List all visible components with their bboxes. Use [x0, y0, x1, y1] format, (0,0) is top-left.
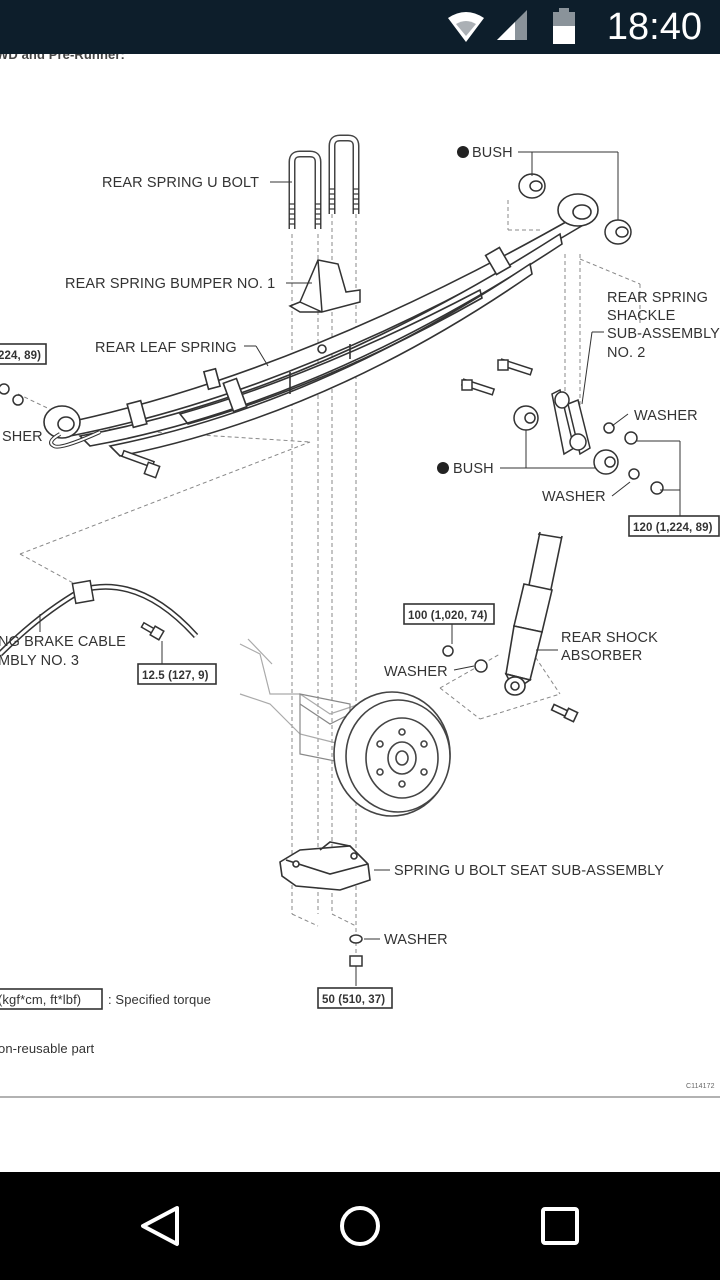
- torque-50: 50 (510, 37): [322, 994, 385, 1006]
- u-bolt-seat: [279, 841, 371, 891]
- wifi-icon: [448, 12, 484, 42]
- legend-torque-text: : Specified torque: [108, 992, 211, 1007]
- torque-100: 100 (1,020, 74): [408, 610, 488, 622]
- label-washer-center: WASHER: [384, 664, 448, 680]
- label-bush-mid: BUSH: [453, 461, 494, 477]
- label-brake-cable-2: MBLY NO. 3: [0, 653, 79, 669]
- label-washer-right-mid: WASHER: [542, 489, 606, 505]
- label-bush-top: BUSH: [472, 145, 513, 161]
- label-washer-right-top: WASHER: [634, 408, 698, 424]
- label-shackle-4: NO. 2: [607, 345, 645, 361]
- spring-bumper: [288, 259, 361, 313]
- torque-left-top: 224, 89): [0, 350, 41, 362]
- legend-nonreusable: on-reusable part: [0, 1041, 95, 1056]
- bolt-left: [120, 449, 161, 479]
- figure-code: C114172: [686, 1083, 715, 1090]
- shackle-assembly: [460, 358, 664, 495]
- status-bar: 18:40: [0, 0, 720, 54]
- torque-120: 120 (1,224, 89): [633, 522, 713, 534]
- label-shackle-1: REAR SPRING: [607, 290, 708, 306]
- label-u-bolt-seat: SPRING U BOLT SEAT SUB-ASSEMBLY: [394, 863, 664, 879]
- cut-heading: WD and Pre-Runner:: [0, 54, 125, 62]
- status-time: 18:40: [606, 6, 702, 48]
- brake-drum: [333, 691, 451, 817]
- label-washer-left: SHER: [2, 429, 43, 445]
- label-rear-spring-u-bolt: REAR SPRING U BOLT: [102, 175, 259, 191]
- torque-12-5: 12.5 (127, 9): [142, 670, 209, 682]
- label-rear-spring-bumper: REAR SPRING BUMPER NO. 1: [65, 276, 275, 292]
- label-shock-1: REAR SHOCK: [561, 630, 658, 646]
- suspension-exploded-diagram: WD and Pre-Runner:: [0, 54, 720, 1098]
- battery-icon: [553, 8, 575, 44]
- home-icon[interactable]: [315, 1196, 405, 1256]
- bushes-top: [518, 173, 632, 245]
- back-icon[interactable]: [115, 1196, 205, 1256]
- navigation-bar: [0, 1172, 720, 1280]
- legend-torque-box: (kgf*cm, ft*lbf): [0, 992, 81, 1007]
- label-shock-2: ABSORBER: [561, 648, 642, 664]
- shock-absorber: [504, 531, 579, 723]
- label-shackle-2: SHACKLE: [607, 308, 676, 324]
- diagram-viewer[interactable]: WD and Pre-Runner:: [0, 54, 720, 1172]
- label-washer-bottom: WASHER: [384, 932, 448, 948]
- label-brake-cable-1: NG BRAKE CABLE: [0, 634, 126, 650]
- label-rear-leaf-spring: REAR LEAF SPRING: [95, 340, 237, 356]
- recents-icon[interactable]: [515, 1196, 605, 1256]
- label-shackle-3: SUB-ASSEMBLY: [607, 326, 720, 342]
- u-bolt-parts: [288, 134, 360, 229]
- cell-signal-icon: [497, 10, 527, 40]
- leaf-spring: [43, 193, 599, 457]
